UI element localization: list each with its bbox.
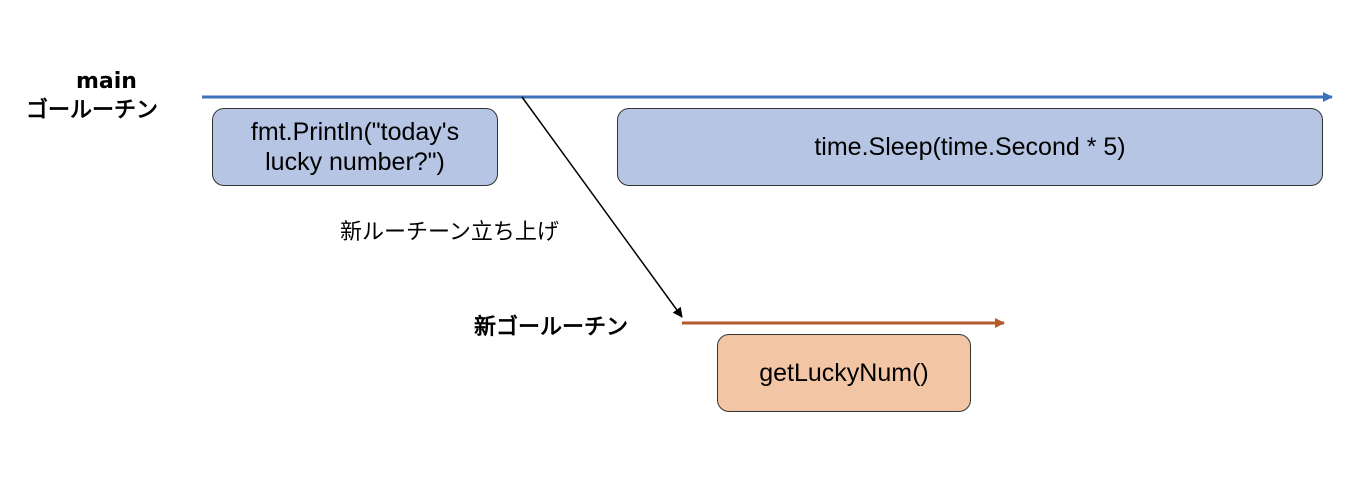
get-lucky-num-box: getLuckyNum() (717, 334, 971, 412)
println-box: fmt.Println("today's lucky number?") (212, 108, 498, 186)
main-goroutine-label-main: main (76, 69, 137, 94)
sleep-box: time.Sleep(time.Second * 5) (617, 108, 1323, 186)
spawn-label: 新ルーチーン立ち上げ (340, 220, 559, 245)
main-goroutine-label-goroutine: ゴールーチン (26, 98, 159, 123)
spawn-arrow (521, 96, 683, 318)
new-goroutine-label: 新ゴールーチン (474, 315, 629, 340)
